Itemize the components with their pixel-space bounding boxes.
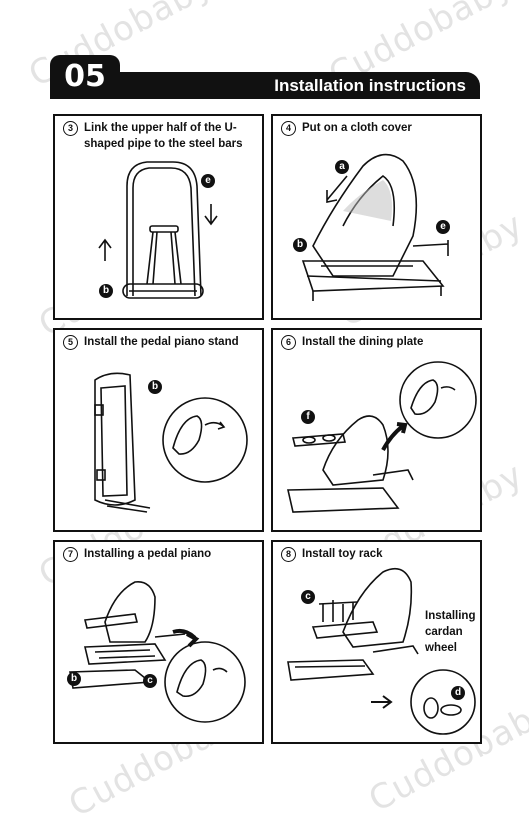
caption-text: Install the dining plate <box>302 336 424 348</box>
step-badge: 4 <box>281 121 296 136</box>
panel-caption: 5 Install the pedal piano stand <box>63 334 256 350</box>
step-badge: 5 <box>63 335 78 350</box>
caption-text: Install toy rack <box>302 548 383 560</box>
header-step-tab: 05 <box>50 55 120 99</box>
panel-caption: 8 Install toy rack <box>281 546 474 562</box>
caption-text: Install the pedal piano stand <box>84 336 239 348</box>
pedal-piano-illustration <box>69 580 246 723</box>
caption-text: Link the upper half of the U-shaped pipe… <box>84 122 243 150</box>
caption-text: Put on a cloth cover <box>302 122 412 134</box>
callout-c: c <box>301 590 315 604</box>
callout-b: b <box>293 238 307 252</box>
panel-step-5: 5 Install the pedal piano stand b <box>53 328 264 532</box>
callout-d: d <box>451 686 465 700</box>
step-badge: 6 <box>281 335 296 350</box>
callout-b: b <box>148 380 162 394</box>
step-badge: 8 <box>281 547 296 562</box>
callout-f: f <box>301 410 315 424</box>
header-bar <box>50 72 480 99</box>
panel-caption: 6 Install the dining plate <box>281 334 474 350</box>
callout-e: e <box>436 220 450 234</box>
section-header: 05 Installation instructions <box>50 55 480 99</box>
toy-rack-illustration <box>287 567 476 735</box>
callout-a: a <box>335 160 349 174</box>
panel-caption: 7 Installing a pedal piano <box>63 546 256 562</box>
callout-b: b <box>67 672 81 686</box>
callout-b: b <box>99 284 113 298</box>
pedal-stand-illustration <box>94 372 248 513</box>
panel-step-4: 4 Put on a cloth cover a e b <box>271 114 482 320</box>
panel-step-3: 3 Link the upper half of the U-shaped pi… <box>53 114 264 320</box>
header-title: Installation instructions <box>274 76 466 95</box>
cardan-wheel-note: Installing cardan wheel <box>425 610 476 654</box>
panel-caption: 3 Link the upper half of the U-shaped pi… <box>63 120 256 152</box>
dining-plate-illustration <box>287 361 477 513</box>
step-badge: 3 <box>63 121 78 136</box>
panel-step-6: 6 Install the dining plate f <box>271 328 482 532</box>
u-pipe-illustration <box>98 161 218 299</box>
callout-e: e <box>201 174 215 188</box>
callout-c: c <box>143 674 157 688</box>
panel-step-7: 7 Installing a pedal piano b c <box>53 540 264 744</box>
step-badge: 7 <box>63 547 78 562</box>
step-number: 05 <box>64 59 106 94</box>
panel-step-8: 8 Install toy rack c d Installing cardan… <box>271 540 482 744</box>
panel-caption: 4 Put on a cloth cover <box>281 120 474 136</box>
cloth-cover-illustration <box>301 153 449 301</box>
caption-text: Installing a pedal piano <box>84 548 212 560</box>
